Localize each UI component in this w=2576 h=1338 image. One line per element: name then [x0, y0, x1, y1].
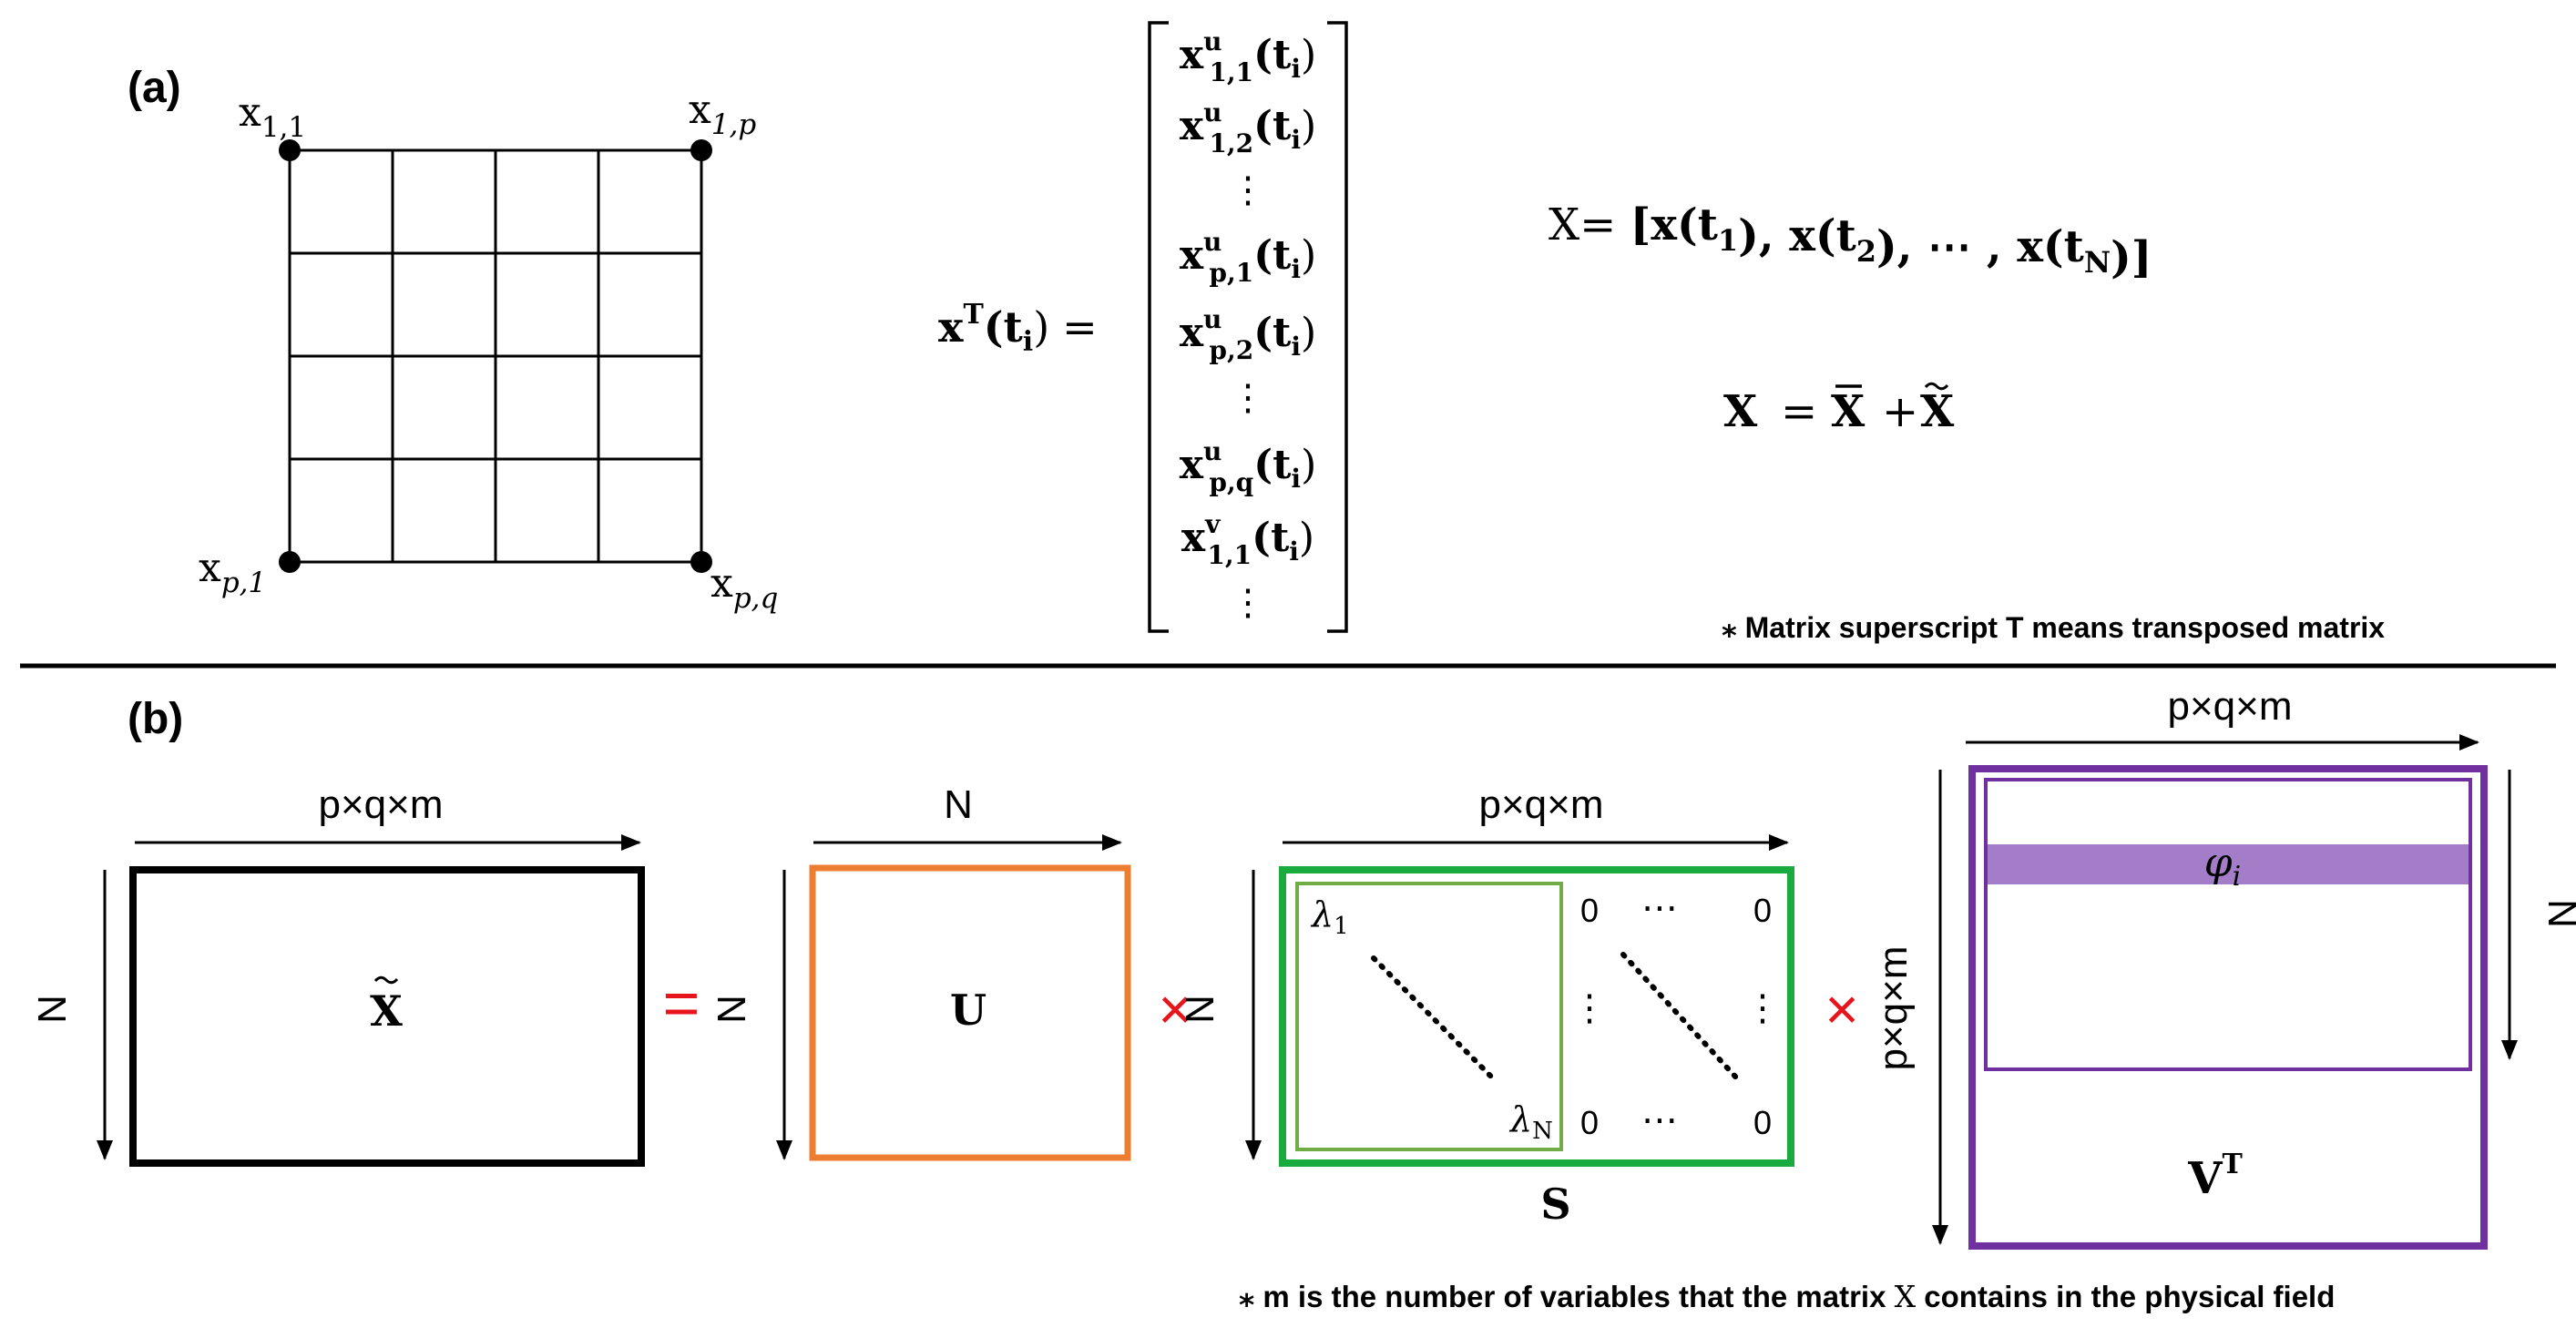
svg-text:λ1: λ1: [1310, 894, 1349, 940]
svg-text:X: X: [1723, 386, 1758, 437]
svg-text:⋮: ⋮: [1744, 988, 1781, 1028]
svg-text:+: +: [1882, 386, 1918, 437]
svg-text:φi: φi: [2204, 840, 2241, 893]
vector-vdots: ⋮: [1230, 377, 1266, 419]
svg-text:N: N: [30, 995, 75, 1024]
corner-label-top-left: x1,1: [239, 89, 306, 144]
svg-text:p×q×m: p×q×m: [1871, 946, 1916, 1071]
state-vector-lhs: xT(ti)=: [938, 299, 1098, 358]
decomposition-equation: X = X + X: [1723, 382, 1955, 437]
vector-right-bracket: [1327, 21, 1348, 633]
grid-corner-point: [279, 139, 301, 161]
corner-label-bottom-left: xp,1: [199, 545, 266, 599]
svg-text:N: N: [944, 782, 973, 827]
svg-text:λN: λN: [1508, 1099, 1553, 1145]
vector-vdots: ⋮: [1230, 169, 1266, 211]
spatial-grid: [279, 139, 712, 573]
panel-b-label: (b): [128, 695, 183, 743]
snapshot-matrix-equation: X= [x(t1), x(t2), ⋯ , x(tN)]: [1549, 199, 2152, 283]
svg-text:⋯: ⋯: [1641, 888, 1678, 928]
u-matrix: N N U: [710, 782, 1131, 1161]
corner-label-top-right: x1,p: [689, 87, 756, 141]
grid-corner-point: [690, 139, 712, 161]
svg-text:S: S: [1540, 1180, 1570, 1229]
xtilde-matrix: p×q×m N X: [30, 782, 645, 1167]
times-sign-2: ×: [1825, 976, 1858, 1042]
times-sign-1: ×: [1158, 976, 1191, 1042]
svg-text:⋮: ⋮: [1571, 988, 1608, 1028]
svg-text:N: N: [1178, 995, 1222, 1024]
svg-text:VT: VT: [2187, 1149, 2243, 1204]
svg-text:U: U: [950, 986, 986, 1035]
svg-text:0: 0: [1580, 1104, 1599, 1141]
svg-text:⋯: ⋯: [1641, 1100, 1678, 1140]
svg-text:X: X: [1831, 386, 1866, 437]
svg-text:=: =: [1781, 386, 1817, 437]
vector-vdots: ⋮: [1230, 582, 1266, 624]
panel-a-label: (a): [128, 64, 181, 112]
svg-text:X: X: [370, 986, 403, 1036]
svg-text:p×q×m: p×q×m: [1479, 782, 1604, 827]
s-matrix: p×q×m N λ1 λN 0 ⋯ 0 ⋮ ⋮ 0 ⋯ 0 S: [1178, 782, 1794, 1229]
transpose-note: ⁎ Matrix superscript T means transposed …: [1722, 611, 2385, 644]
vt-matrix: p×q×m p×q×m N φi VT: [1871, 684, 2576, 1250]
corner-label-bottom-right: xp,q: [710, 560, 778, 615]
equals-sign: =: [663, 967, 700, 1038]
svg-text:0: 0: [1580, 892, 1599, 929]
vector-left-bracket: [1148, 21, 1169, 633]
grid-corner-point: [690, 551, 712, 573]
svg-text:N: N: [710, 995, 754, 1024]
svg-text:0: 0: [1753, 1104, 1772, 1141]
variables-note: ⁎ m is the number of variables that the …: [1239, 1279, 2335, 1314]
grid-corner-point: [279, 551, 301, 573]
svg-text:0: 0: [1753, 892, 1772, 929]
svg-text:p×q×m: p×q×m: [319, 782, 444, 827]
svg-text:N: N: [2540, 899, 2576, 928]
svg-text:X: X: [1920, 386, 1955, 437]
svg-text:p×q×m: p×q×m: [2168, 684, 2293, 729]
